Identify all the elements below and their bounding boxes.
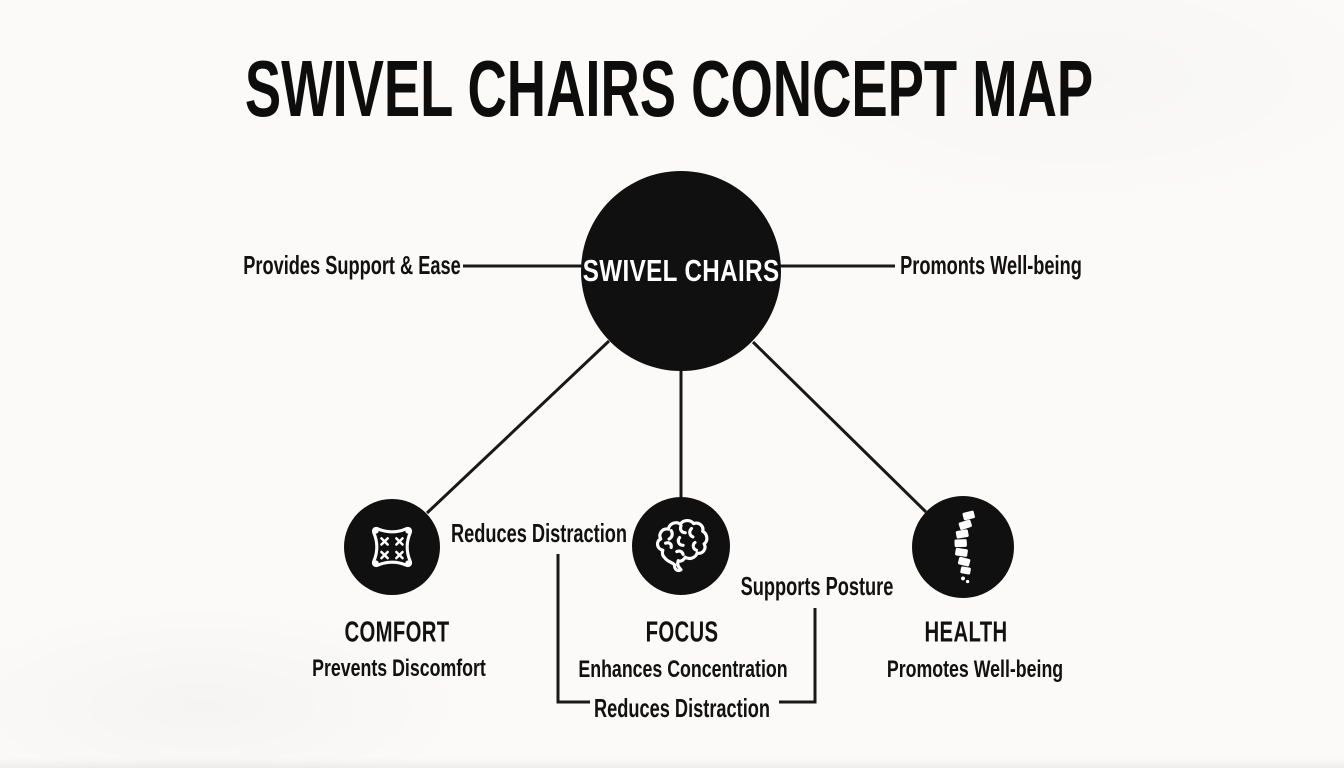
spine-icon — [954, 510, 975, 584]
central-node: SWIVEL CHAIRS — [581, 171, 781, 371]
edge-label-promotes-wellbeing: Promonts Well-being — [900, 250, 1082, 280]
node-focus-label: FOCUS — [645, 616, 719, 649]
pillow-icon — [371, 526, 413, 568]
node-comfort-sublabel: Prevents Discomfort — [312, 655, 486, 682]
page-title: SWIVEL CHAIRS CONCEPT MAP — [244, 44, 1094, 133]
bracket-right — [779, 608, 817, 704]
node-health-sublabel: Promotes Well-being — [886, 656, 1064, 683]
node-focus — [632, 497, 730, 595]
edge-label-provides-support: Provides Support & Ease — [243, 250, 461, 280]
central-node-label: SWIVEL CHAIRS — [582, 253, 780, 288]
brain-icon — [655, 518, 709, 573]
node-comfort — [344, 499, 440, 595]
edge-label-reduces-distraction-top: Reduces Distraction — [451, 518, 627, 548]
node-comfort-label: COMFORT — [344, 616, 450, 649]
node-focus-sublabel: Enhances Concentration — [578, 656, 788, 683]
edge-label-reduces-distraction-bottom: Reduces Distraction — [594, 693, 770, 723]
edge-label-supports-posture: Supports Posture — [740, 571, 894, 601]
edge-center-comfort — [425, 339, 611, 515]
edge-center-health — [751, 340, 928, 514]
node-health — [912, 496, 1014, 598]
node-health-label: HEALTH — [924, 616, 1008, 649]
